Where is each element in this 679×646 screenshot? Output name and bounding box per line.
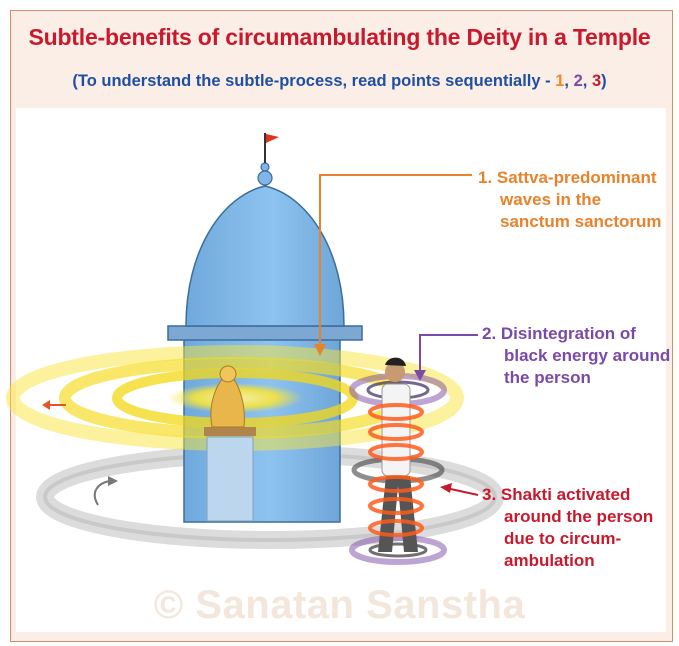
callout-1-line-1: 1. Sattva-predominant [478, 167, 662, 189]
watermark: © Sanatan Sanstha [0, 583, 679, 628]
callout-2-line-1: 2. Disintegration of [482, 323, 670, 345]
callout-3-line-1: 3. Shakti activated [482, 484, 653, 506]
callout-label-2: 2. Disintegration of black energy around… [482, 323, 670, 389]
callout-2-line-3: the person [482, 367, 670, 389]
callout-3-line-2: around the person [482, 506, 653, 528]
callout-label-1: 1. Sattva-predominant waves in the sanct… [478, 167, 662, 233]
callout-3-line-3: due to circum- [482, 528, 653, 550]
callout-label-3: 3. Shakti activated around the person du… [482, 484, 653, 572]
callout-2-line-2: black energy around [482, 345, 670, 367]
temple-dome-icon [168, 163, 362, 522]
callout-2-connector [414, 335, 478, 381]
callout-1-line-3: sanctum sanctorum [478, 211, 662, 233]
callout-3-line-4: ambulation [482, 550, 653, 572]
temple-flag-icon [265, 133, 279, 163]
callout-1-line-2: waves in the [478, 189, 662, 211]
spiral-arrow-icon [95, 476, 118, 505]
